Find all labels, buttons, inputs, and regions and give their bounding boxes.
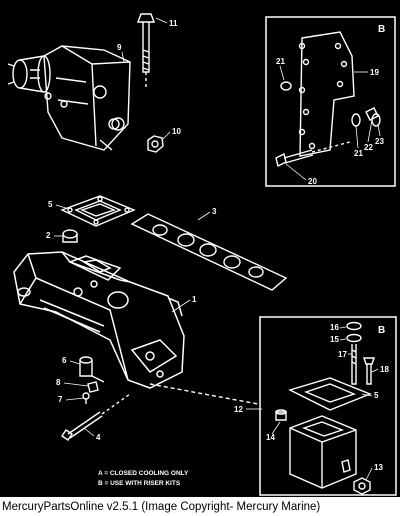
- riser-kit-drawing: [275, 321, 375, 495]
- parts-diagram: 11 9 10 21 19 23 22 21 20 5 3 2 1 6 8 7 …: [0, 0, 400, 497]
- callout-23: 23: [375, 137, 384, 146]
- callout-5-inset: 5: [374, 391, 379, 400]
- gasket-3-drawing: [130, 213, 288, 291]
- callout-18: 18: [380, 365, 389, 374]
- legend-line-b: B = USE WITH RISER KITS: [98, 480, 181, 487]
- callout-19: 19: [370, 68, 379, 77]
- thermostat-housing-drawing: [7, 45, 131, 151]
- callout-17: 17: [338, 350, 347, 359]
- inset-b-top-label: B: [378, 24, 385, 35]
- nut-10-drawing: [147, 135, 164, 153]
- callout-9: 9: [117, 43, 122, 52]
- callout-20: 20: [308, 177, 317, 186]
- callout-15: 15: [330, 335, 339, 344]
- copyright-caption: MercuryPartsOnline v2.5.1 (Image Copyrig…: [0, 498, 400, 516]
- inset-b-bottom-label: B: [378, 325, 385, 336]
- callout-22: 22: [364, 143, 373, 152]
- callout-21-right: 21: [354, 149, 363, 158]
- riser-bracket-drawing: [275, 31, 381, 168]
- callout-3: 3: [212, 207, 217, 216]
- callout-7: 7: [58, 395, 63, 404]
- callout-11: 11: [169, 19, 178, 28]
- callout-8: 8: [56, 378, 61, 387]
- inset-b-top-frame: [265, 16, 396, 187]
- callout-4: 4: [96, 433, 101, 442]
- exhaust-manifold-drawing: [13, 251, 185, 389]
- callout-1: 1: [192, 295, 197, 304]
- inset-b-bottom-frame: [259, 316, 397, 496]
- legend-line-a: A = CLOSED COOLING ONLY: [98, 470, 189, 477]
- leader-lines: [54, 17, 381, 481]
- gasket-5-drawing: [60, 195, 136, 227]
- callout-6: 6: [62, 356, 67, 365]
- callout-13: 13: [374, 463, 383, 472]
- callout-5: 5: [48, 200, 53, 209]
- bolt-11-drawing: [136, 13, 156, 88]
- callout-2: 2: [46, 231, 51, 240]
- fittings-drawing: [61, 356, 259, 441]
- callout-14: 14: [266, 433, 275, 442]
- plug-2-drawing: [62, 229, 78, 243]
- callout-12: 12: [234, 405, 243, 414]
- callout-10: 10: [172, 127, 181, 136]
- callout-21-top: 21: [276, 57, 285, 66]
- callout-16: 16: [330, 323, 339, 332]
